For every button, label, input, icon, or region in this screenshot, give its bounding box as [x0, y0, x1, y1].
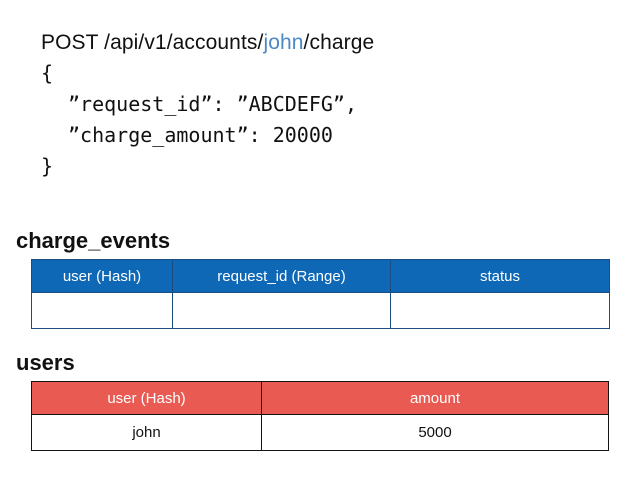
cell-user: john [31, 414, 262, 451]
json-field-request-id: ”request_id”: ”ABCDEFG”, [68, 92, 357, 116]
cell-status [390, 292, 610, 329]
column-header-user: user (Hash) [31, 259, 173, 293]
column-header-user: user (Hash) [31, 381, 262, 415]
cell-request-id [172, 292, 391, 329]
users-caption: users [16, 350, 75, 375]
http-method: POST [41, 31, 105, 54]
charge-events-table: user (Hash) request_id (Range) status [31, 259, 610, 329]
request-path-suffix: /charge [303, 31, 375, 54]
charge-events-caption: charge_events [16, 228, 171, 253]
users-table: user (Hash) amount john 5000 [31, 381, 609, 451]
table-row [31, 292, 610, 329]
json-open-brace: { [41, 61, 54, 85]
table-header-row: user (Hash) request_id (Range) status [31, 259, 610, 293]
cell-user [31, 292, 173, 329]
column-header-request-id: request_id (Range) [172, 259, 391, 293]
request-path-variable: john [263, 31, 304, 54]
table-row: john 5000 [31, 414, 609, 451]
column-header-amount: amount [261, 381, 609, 415]
request-line: POST /api/v1/accounts/john/charge [41, 28, 601, 58]
column-header-status: status [390, 259, 610, 293]
table-header-row: user (Hash) amount [31, 381, 609, 415]
cell-amount: 5000 [261, 414, 609, 451]
request-path-prefix: /api/v1/accounts/ [104, 31, 264, 54]
json-close-brace: } [41, 154, 54, 178]
request-block: POST /api/v1/accounts/john/charge { ”req… [41, 28, 601, 182]
json-field-charge-amount: ”charge_amount”: 20000 [68, 123, 333, 147]
